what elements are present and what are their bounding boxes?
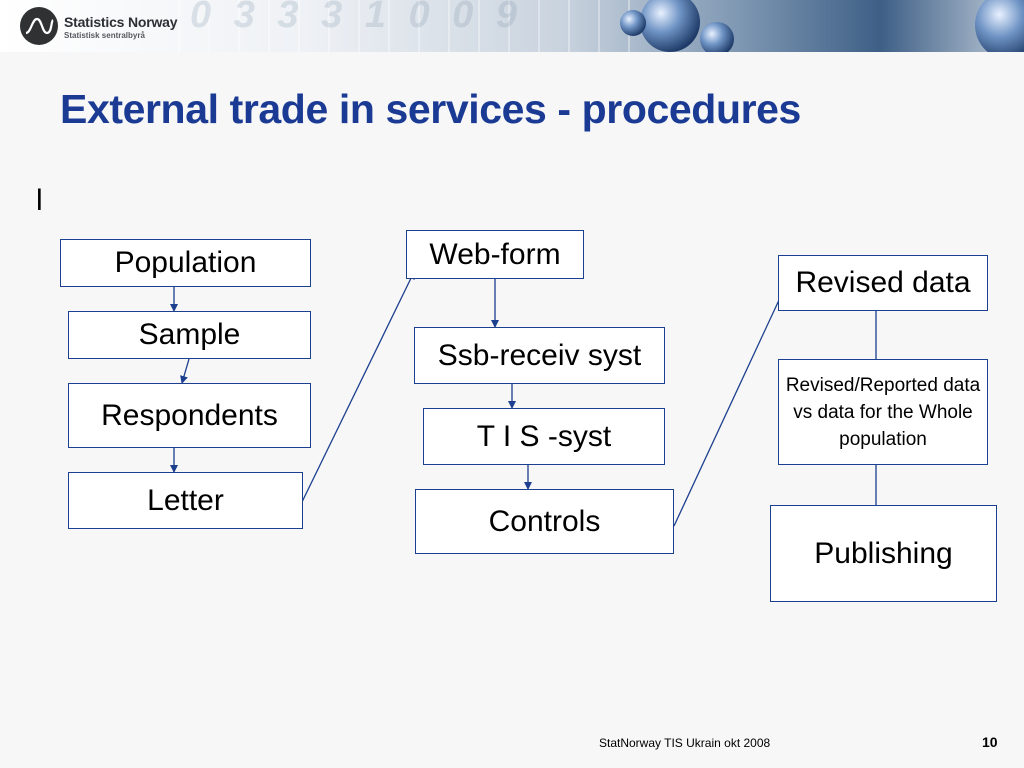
page-number: 10 xyxy=(982,734,998,750)
logo-title: Statistics Norway xyxy=(64,14,178,30)
node-sample: Sample xyxy=(68,311,311,359)
node-revised-data: Revised data xyxy=(778,255,988,311)
node-label: Revised data xyxy=(795,266,971,299)
node-revised-reported: Revised/Reported data vs data for the Wh… xyxy=(778,359,988,465)
footer-text: StatNorway TIS Ukrain okt 2008 xyxy=(599,736,771,750)
node-label: Sample xyxy=(138,318,241,351)
node-label: Ssb-receiv syst xyxy=(437,338,642,372)
node-label: T I S -syst xyxy=(476,419,612,453)
arrow-controls-reviseddata xyxy=(673,284,787,527)
node-label: Population xyxy=(114,246,257,279)
node-tis-syst: T I S -syst xyxy=(423,408,665,465)
bullet-marker: l xyxy=(36,184,43,217)
decorative-sphere xyxy=(975,0,1024,52)
header-banner: 0 3 3 3 1 0 0 9 Statistics Norway Statis… xyxy=(0,0,1024,52)
decorative-sphere xyxy=(700,22,734,52)
header-decoration-digits: 0 3 3 3 1 0 0 9 xyxy=(190,0,523,36)
node-label: Letter xyxy=(147,483,224,517)
slide-title: External trade in services - procedures xyxy=(60,86,801,132)
node-controls: Controls xyxy=(415,489,674,554)
node-letter: Letter xyxy=(68,472,303,529)
node-population: Population xyxy=(60,239,311,287)
logo-subtitle: Statistisk sentralbyrå xyxy=(64,31,145,40)
header-decoration xyxy=(150,0,650,52)
ssb-logo-icon xyxy=(20,7,58,45)
node-label: Controls xyxy=(488,504,601,538)
node-label: Revised/Reported data vs data for the Wh… xyxy=(785,374,981,450)
decorative-sphere xyxy=(640,0,700,52)
decorative-sphere xyxy=(620,10,646,36)
node-web-form: Web-form xyxy=(406,230,584,279)
node-label: Web-form xyxy=(429,237,561,271)
arrow-sample-respondents xyxy=(180,358,190,384)
node-label: Publishing xyxy=(814,536,953,570)
node-ssb-receiv-syst: Ssb-receiv syst xyxy=(414,327,665,384)
arrow-letter-webform xyxy=(301,271,415,503)
node-publishing: Publishing xyxy=(770,505,997,602)
node-respondents: Respondents xyxy=(68,383,311,448)
node-label: Respondents xyxy=(101,398,278,432)
